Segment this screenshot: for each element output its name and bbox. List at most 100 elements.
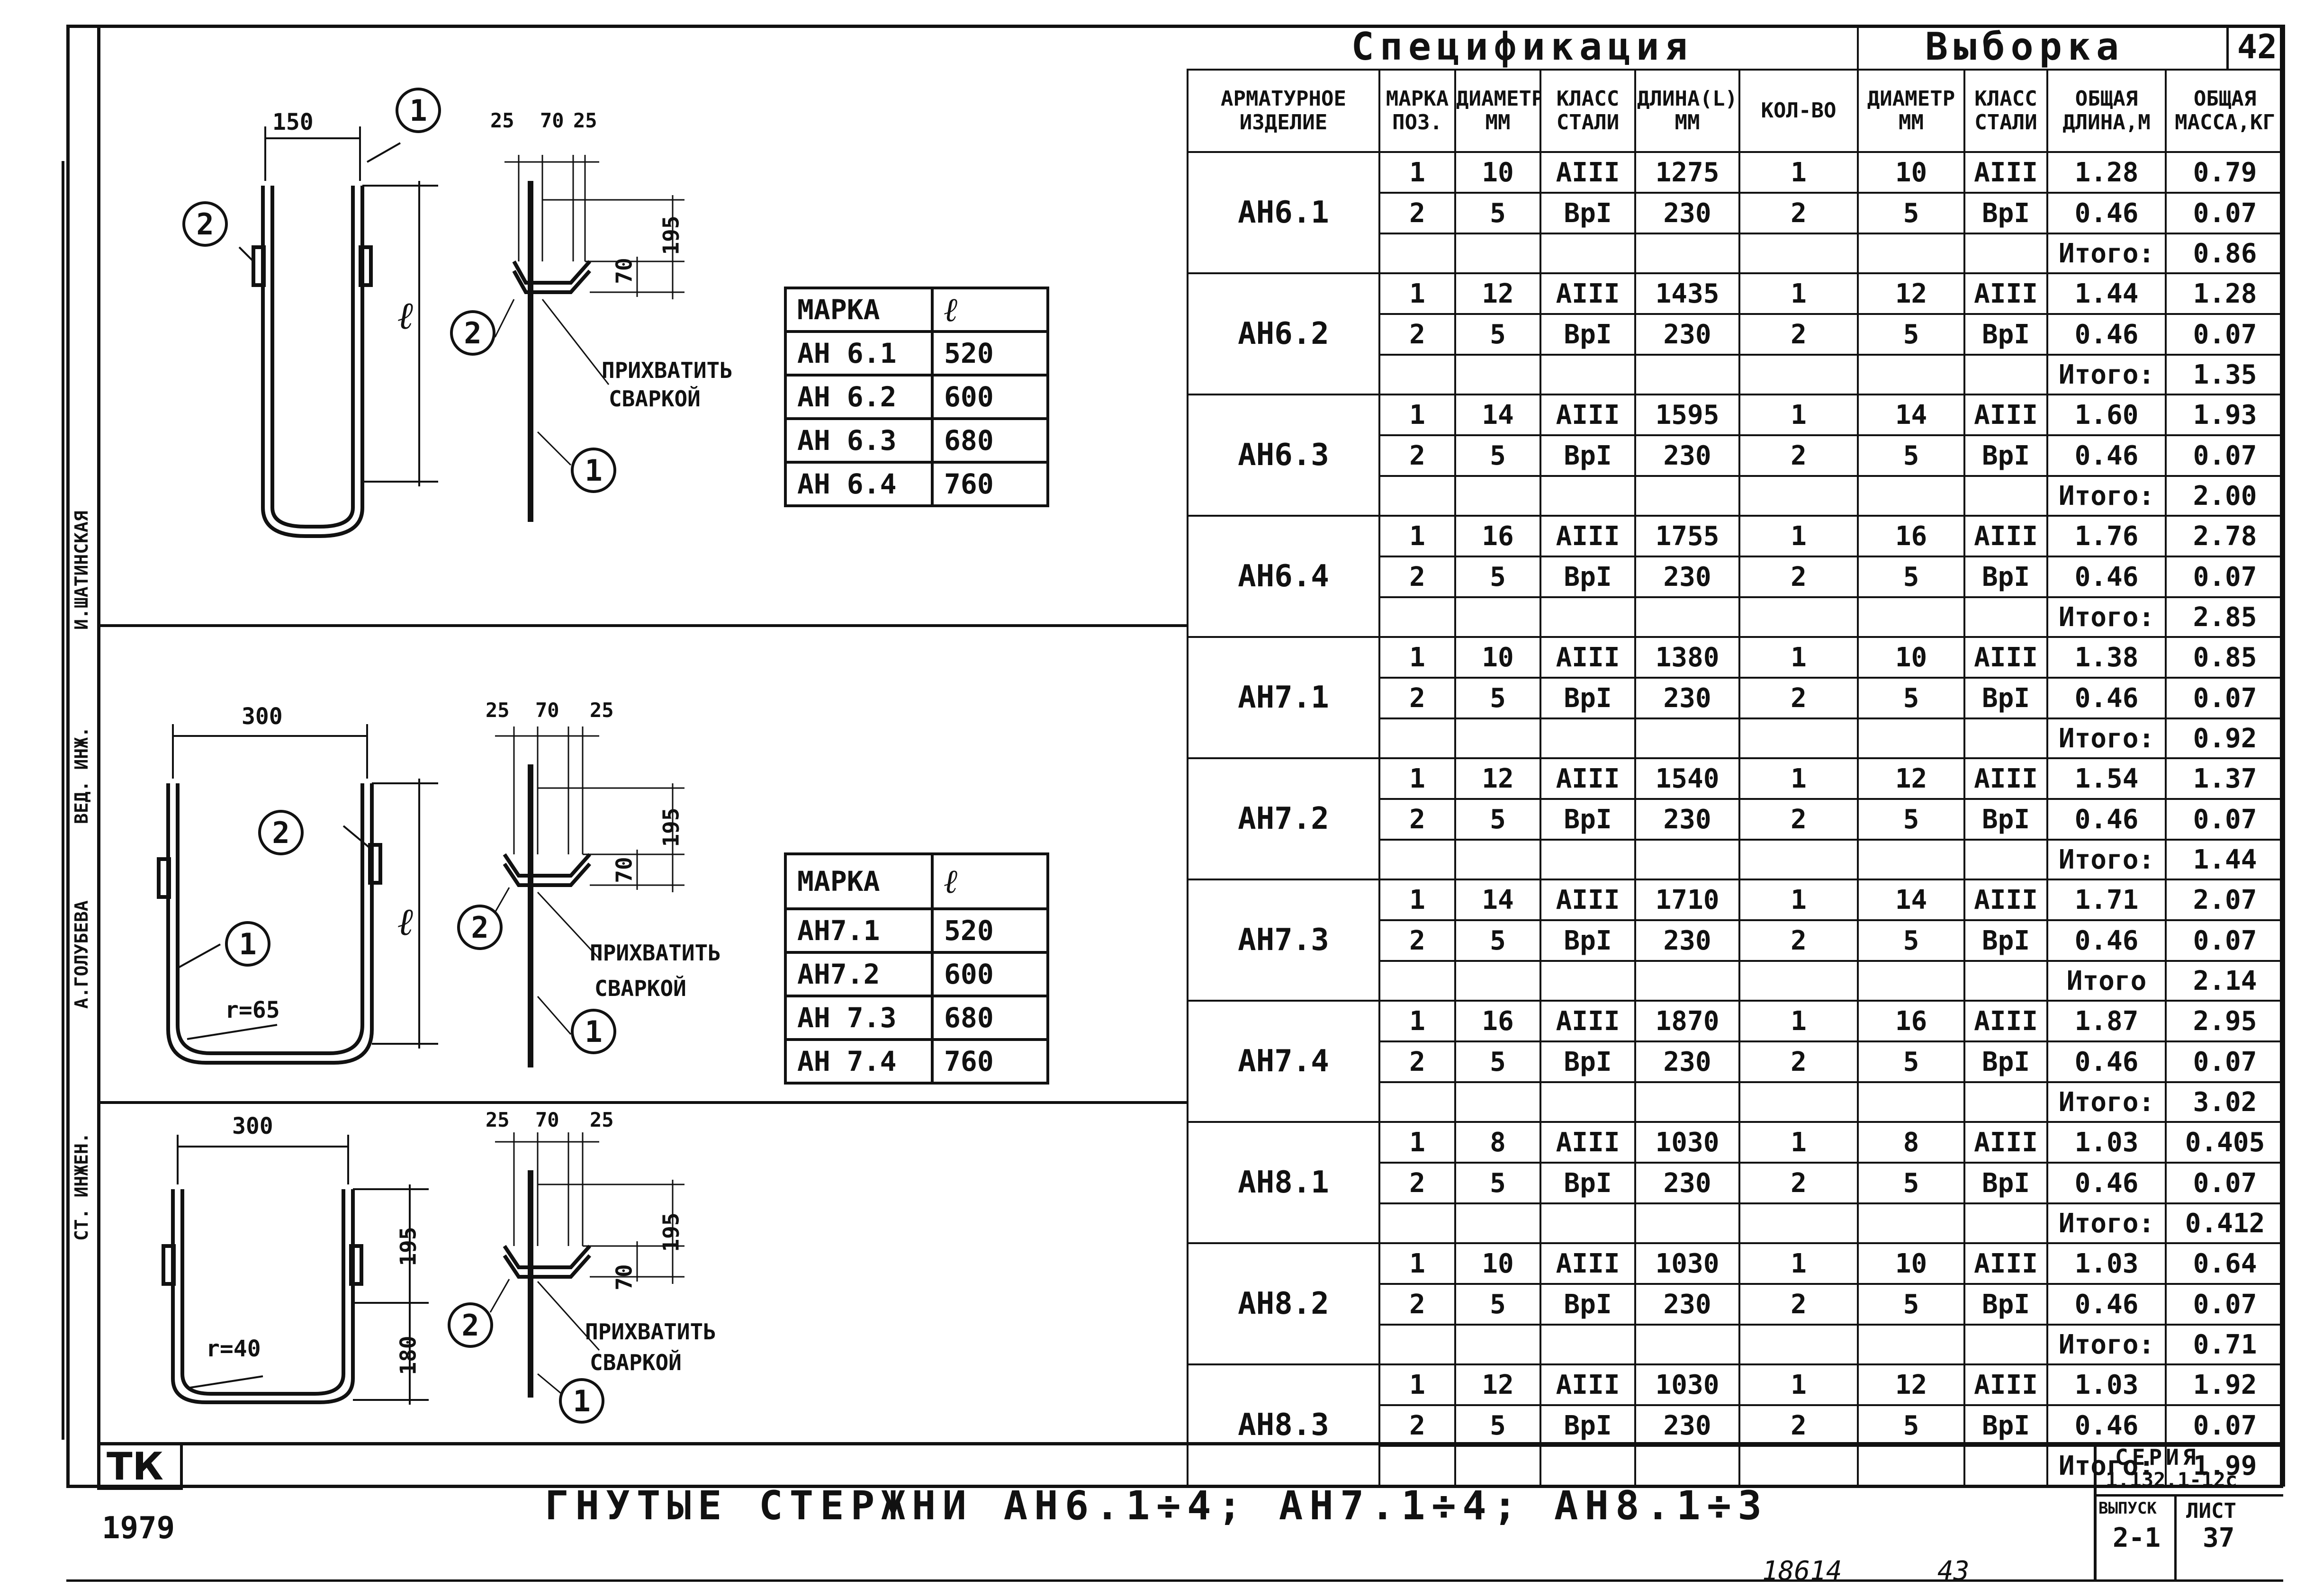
d3-weld-2: СВАРКОЙ	[590, 1350, 682, 1375]
spec-cell: 16	[1454, 1000, 1541, 1042]
spec-cell: 1030	[1634, 1121, 1740, 1164]
spec-empty-cell	[1378, 1202, 1456, 1244]
spec-cell: 12	[1857, 757, 1966, 800]
spec-cell: 230	[1634, 313, 1740, 356]
d2-weld-2: СВАРКОЙ	[594, 976, 686, 1001]
spec-cell: 5	[1857, 1283, 1966, 1326]
d1-dim-25a: 25	[490, 109, 514, 132]
spec-cell: 0.07	[2165, 677, 2286, 719]
spec-cell: 5	[1857, 1404, 1966, 1447]
d1-callout-2: 2	[182, 201, 228, 247]
d1-dim-195: 195	[658, 215, 684, 255]
spec-cell: 5	[1857, 1040, 1966, 1083]
t1-head-l: ℓ	[931, 287, 1049, 333]
spec-empty-cell	[1540, 960, 1636, 1002]
spec-cell: АIII	[1963, 1000, 2049, 1042]
spec-row: Итого:0.412	[1188, 1202, 2286, 1244]
spec-cell: 5	[1454, 434, 1541, 477]
spec-cell: 5	[1454, 192, 1541, 234]
spec-empty-cell	[1857, 1445, 1966, 1487]
spec-title: Спецификация	[1188, 25, 1859, 71]
spec-empty-cell	[1378, 596, 1456, 638]
spec-cell: 2	[1738, 1040, 1859, 1083]
spec-empty-cell	[1963, 1081, 2049, 1123]
sidebar-border	[62, 161, 64, 1440]
product-name: АН6.3	[1187, 394, 1380, 517]
spec-row: Итого:3.02	[1188, 1081, 2286, 1123]
d1-weld-1: ПРИХВАТИТЬ	[602, 358, 733, 383]
d1-weld-2: СВАРКОЙ	[609, 386, 701, 412]
t2-mark: АН7.1	[784, 907, 934, 954]
spec-empty-cell	[1963, 960, 2049, 1002]
product-name: АН7.1	[1187, 636, 1380, 759]
spec-cell: 1	[1738, 879, 1859, 921]
spec-cell: 1	[1738, 757, 1859, 800]
col-total-mass: ОБЩАЯ МАССА,КГ	[2165, 69, 2286, 153]
total-value: 3.02	[2165, 1081, 2286, 1123]
spec-cell: 12	[1857, 1363, 1966, 1406]
spec-cell: 230	[1634, 1040, 1740, 1083]
spec-row: Итого:0.92	[1188, 717, 2286, 759]
spec-cell: 10	[1857, 636, 1966, 679]
spec-empty-cell	[1738, 839, 1859, 880]
spec-empty-cell	[1857, 354, 1966, 395]
t2-l: 600	[931, 951, 1049, 997]
spec-cell: 5	[1857, 434, 1966, 477]
spec-cell: 0.46	[2046, 798, 2167, 841]
drawing-anh7	[157, 724, 684, 1067]
spec-cell: 2	[1738, 192, 1859, 234]
page-number: 43	[1937, 1556, 1970, 1587]
sidebar-role-2: ВЕД. ИНЖ.	[71, 726, 92, 824]
d1-callout-1: 1	[396, 88, 441, 133]
d2-callout-2-side: 2	[457, 905, 503, 950]
drawing-anh8	[162, 1132, 684, 1405]
spec-empty-cell	[1738, 354, 1859, 395]
t2-l: 520	[931, 907, 1049, 954]
spec-cell: АIII	[1540, 1121, 1636, 1164]
spec-empty-cell	[1634, 960, 1740, 1002]
spec-cell: 2	[1738, 556, 1859, 598]
spec-cell: 1	[1378, 272, 1456, 315]
spec-cell: 1	[1378, 879, 1456, 921]
spec-cell: 1	[1738, 1000, 1859, 1042]
spec-cell: 1	[1738, 1121, 1859, 1164]
spec-cell: ВрI	[1540, 1404, 1636, 1447]
d3-dim-width: 300	[232, 1113, 273, 1139]
spec-cell: 1710	[1634, 879, 1740, 921]
col-qty: КОЛ-ВО	[1738, 69, 1859, 153]
spec-empty-cell	[1454, 839, 1541, 880]
spec-cell: 5	[1454, 1283, 1541, 1326]
spec-cell: 230	[1634, 1404, 1740, 1447]
total-value: 0.412	[2165, 1202, 2286, 1244]
spec-cell: 2	[1378, 677, 1456, 719]
specification-table: Спецификация Выборка АРМАТУРНОЕ ИЗДЕЛИЕ …	[1187, 25, 2286, 1487]
spec-cell: 5	[1857, 192, 1966, 234]
spec-cell: 5	[1454, 556, 1541, 598]
total-label: Итого:	[2046, 475, 2167, 517]
spec-cell: ВрI	[1540, 919, 1636, 962]
spec-cell: АIII	[1540, 636, 1636, 679]
d3-dim-25a: 25	[486, 1108, 510, 1131]
issue-divider	[2174, 1494, 2177, 1579]
spec-cell: 1	[1378, 636, 1456, 679]
total-value: 0.86	[2165, 233, 2286, 274]
spec-cell: 14	[1857, 394, 1966, 436]
spec-empty-cell	[1857, 596, 1966, 638]
tb-org-divider	[97, 1487, 183, 1490]
spec-cell: АIII	[1540, 151, 1636, 194]
spec-cell: 2	[1378, 1404, 1456, 1447]
spec-cell: 0.46	[2046, 1040, 2167, 1083]
spec-cell: ВрI	[1540, 677, 1636, 719]
sidebar-inner-border	[97, 25, 100, 1488]
d2-callout-2: 2	[258, 810, 304, 855]
spec-empty-cell	[1378, 1445, 1456, 1487]
sheet-title: ГНУТЫЕ СТЕРЖНИ АН6.1÷4; АН7.1÷4; АН8.1÷3	[545, 1482, 1768, 1529]
spec-cell: 230	[1634, 1283, 1740, 1326]
spec-empty-cell	[1378, 233, 1456, 274]
